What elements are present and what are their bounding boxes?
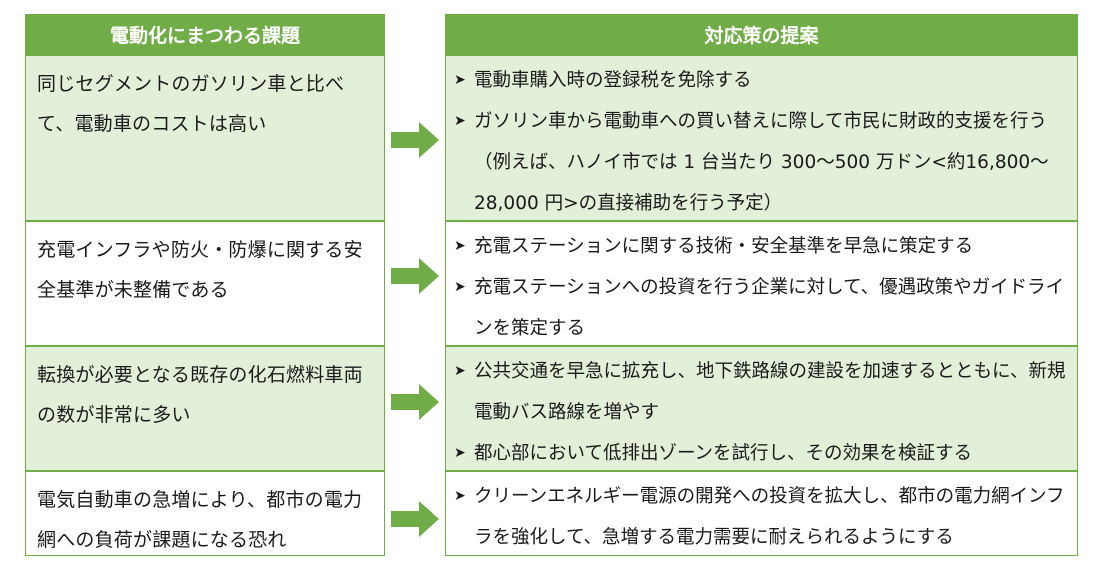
proposal-cell-3: ➤ 公共交通を早急に拡充し、地下鉄路線の建設を加速するとともに、新規電動バス路線… — [445, 346, 1078, 471]
proposal-list-2: ➤ 充電ステーションに関する技術・安全基準を早急に策定する ➤ 充電ステーション… — [446, 222, 1077, 349]
arrowhead-bullet-icon: ➤ — [454, 363, 466, 379]
issue-text-3: 転換が必要となる既存の化石燃料車両の数が非常に多い — [37, 364, 363, 426]
proposal-text: 充電ステーションへの投資を行う企業に対して、優遇政策やガイドラインを策定する — [474, 277, 1065, 339]
proposal-list-3: ➤ 公共交通を早急に拡充し、地下鉄路線の建設を加速するとともに、新規電動バス路線… — [446, 347, 1077, 474]
issue-text-1: 同じセグメントのガソリン車と比べて、電動車のコストは高い — [37, 73, 345, 135]
issues-column: 電動化にまつわる課題 同じセグメントのガソリン車と比べて、電動車のコストは高い … — [25, 14, 385, 556]
list-item: ➤ 充電ステーションへの投資を行う企業に対して、優遇政策やガイドラインを策定する — [454, 267, 1071, 349]
proposals-column: 対応策の提案 ➤ 電動車購入時の登録税を免除する ➤ ガソリン車から電動車への買… — [445, 14, 1078, 556]
proposal-text: 充電ステーションに関する技術・安全基準を早急に策定する — [474, 236, 974, 257]
proposal-cell-1: ➤ 電動車購入時の登録税を免除する ➤ ガソリン車から電動車への買い替えに際して… — [445, 55, 1078, 221]
arrowhead-bullet-icon: ➤ — [454, 113, 466, 129]
list-item: ➤ ガソリン車から電動車への買い替えに際して市民に財政的支援を行う（例えば、ハノ… — [454, 101, 1071, 224]
proposals-header-label: 対応策の提案 — [704, 25, 819, 47]
issue-cell-3: 転換が必要となる既存の化石燃料車両の数が非常に多い — [25, 346, 385, 471]
right-arrow-icon — [391, 122, 439, 158]
proposal-text: 都心部において低排出ゾーンを試行し、その効果を検証する — [474, 443, 973, 464]
issue-cell-1: 同じセグメントのガソリン車と比べて、電動車のコストは高い — [25, 55, 385, 221]
right-arrow-icon — [391, 384, 439, 420]
right-arrow-icon — [391, 501, 439, 537]
issue-text-2: 充電インフラや防火・防爆に関する安全基準が未整備である — [37, 239, 363, 301]
proposals-header: 対応策の提案 — [445, 14, 1078, 55]
list-item: ➤ 充電ステーションに関する技術・安全基準を早急に策定する — [454, 226, 1071, 267]
proposal-text: 電動車購入時の登録税を免除する — [474, 70, 752, 91]
issue-cell-2: 充電インフラや防火・防爆に関する安全基準が未整備である — [25, 221, 385, 346]
issue-cell-4: 電気自動車の急増により、都市の電力網への負荷が課題になる恐れ — [25, 471, 385, 556]
arrowhead-bullet-icon: ➤ — [454, 72, 466, 88]
proposal-list-4: ➤ クリーンエネルギー電源の開発への投資を拡大し、都市の電力網インフラを強化して… — [446, 472, 1077, 558]
proposal-text: ガソリン車から電動車への買い替えに際して市民に財政的支援を行う（例えば、ハノイ市… — [474, 111, 1049, 214]
right-arrow-icon — [391, 258, 439, 294]
proposal-list-1: ➤ 電動車購入時の登録税を免除する ➤ ガソリン車から電動車への買い替えに際して… — [446, 56, 1077, 224]
list-item: ➤ 都心部において低排出ゾーンを試行し、その効果を検証する — [454, 433, 1071, 474]
list-item: ➤ 電動車購入時の登録税を免除する — [454, 60, 1071, 101]
arrowhead-bullet-icon: ➤ — [454, 238, 466, 254]
arrowhead-bullet-icon: ➤ — [454, 488, 466, 504]
proposal-text: クリーンエネルギー電源の開発への投資を拡大し、都市の電力網インフラを強化して、急… — [474, 486, 1065, 548]
issue-text-4: 電気自動車の急増により、都市の電力網への負荷が課題になる恐れ — [37, 489, 363, 551]
list-item: ➤ 公共交通を早急に拡充し、地下鉄路線の建設を加速するとともに、新規電動バス路線… — [454, 351, 1071, 433]
list-item: ➤ クリーンエネルギー電源の開発への投資を拡大し、都市の電力網インフラを強化して… — [454, 476, 1071, 558]
proposal-cell-4: ➤ クリーンエネルギー電源の開発への投資を拡大し、都市の電力網インフラを強化して… — [445, 471, 1078, 556]
arrowhead-bullet-icon: ➤ — [454, 445, 466, 461]
proposal-cell-2: ➤ 充電ステーションに関する技術・安全基準を早急に策定する ➤ 充電ステーション… — [445, 221, 1078, 346]
issues-header: 電動化にまつわる課題 — [25, 14, 385, 55]
proposal-text: 公共交通を早急に拡充し、地下鉄路線の建設を加速するとともに、新規電動バス路線を増… — [474, 361, 1066, 423]
issues-header-label: 電動化にまつわる課題 — [109, 25, 300, 47]
arrowhead-bullet-icon: ➤ — [454, 279, 466, 295]
